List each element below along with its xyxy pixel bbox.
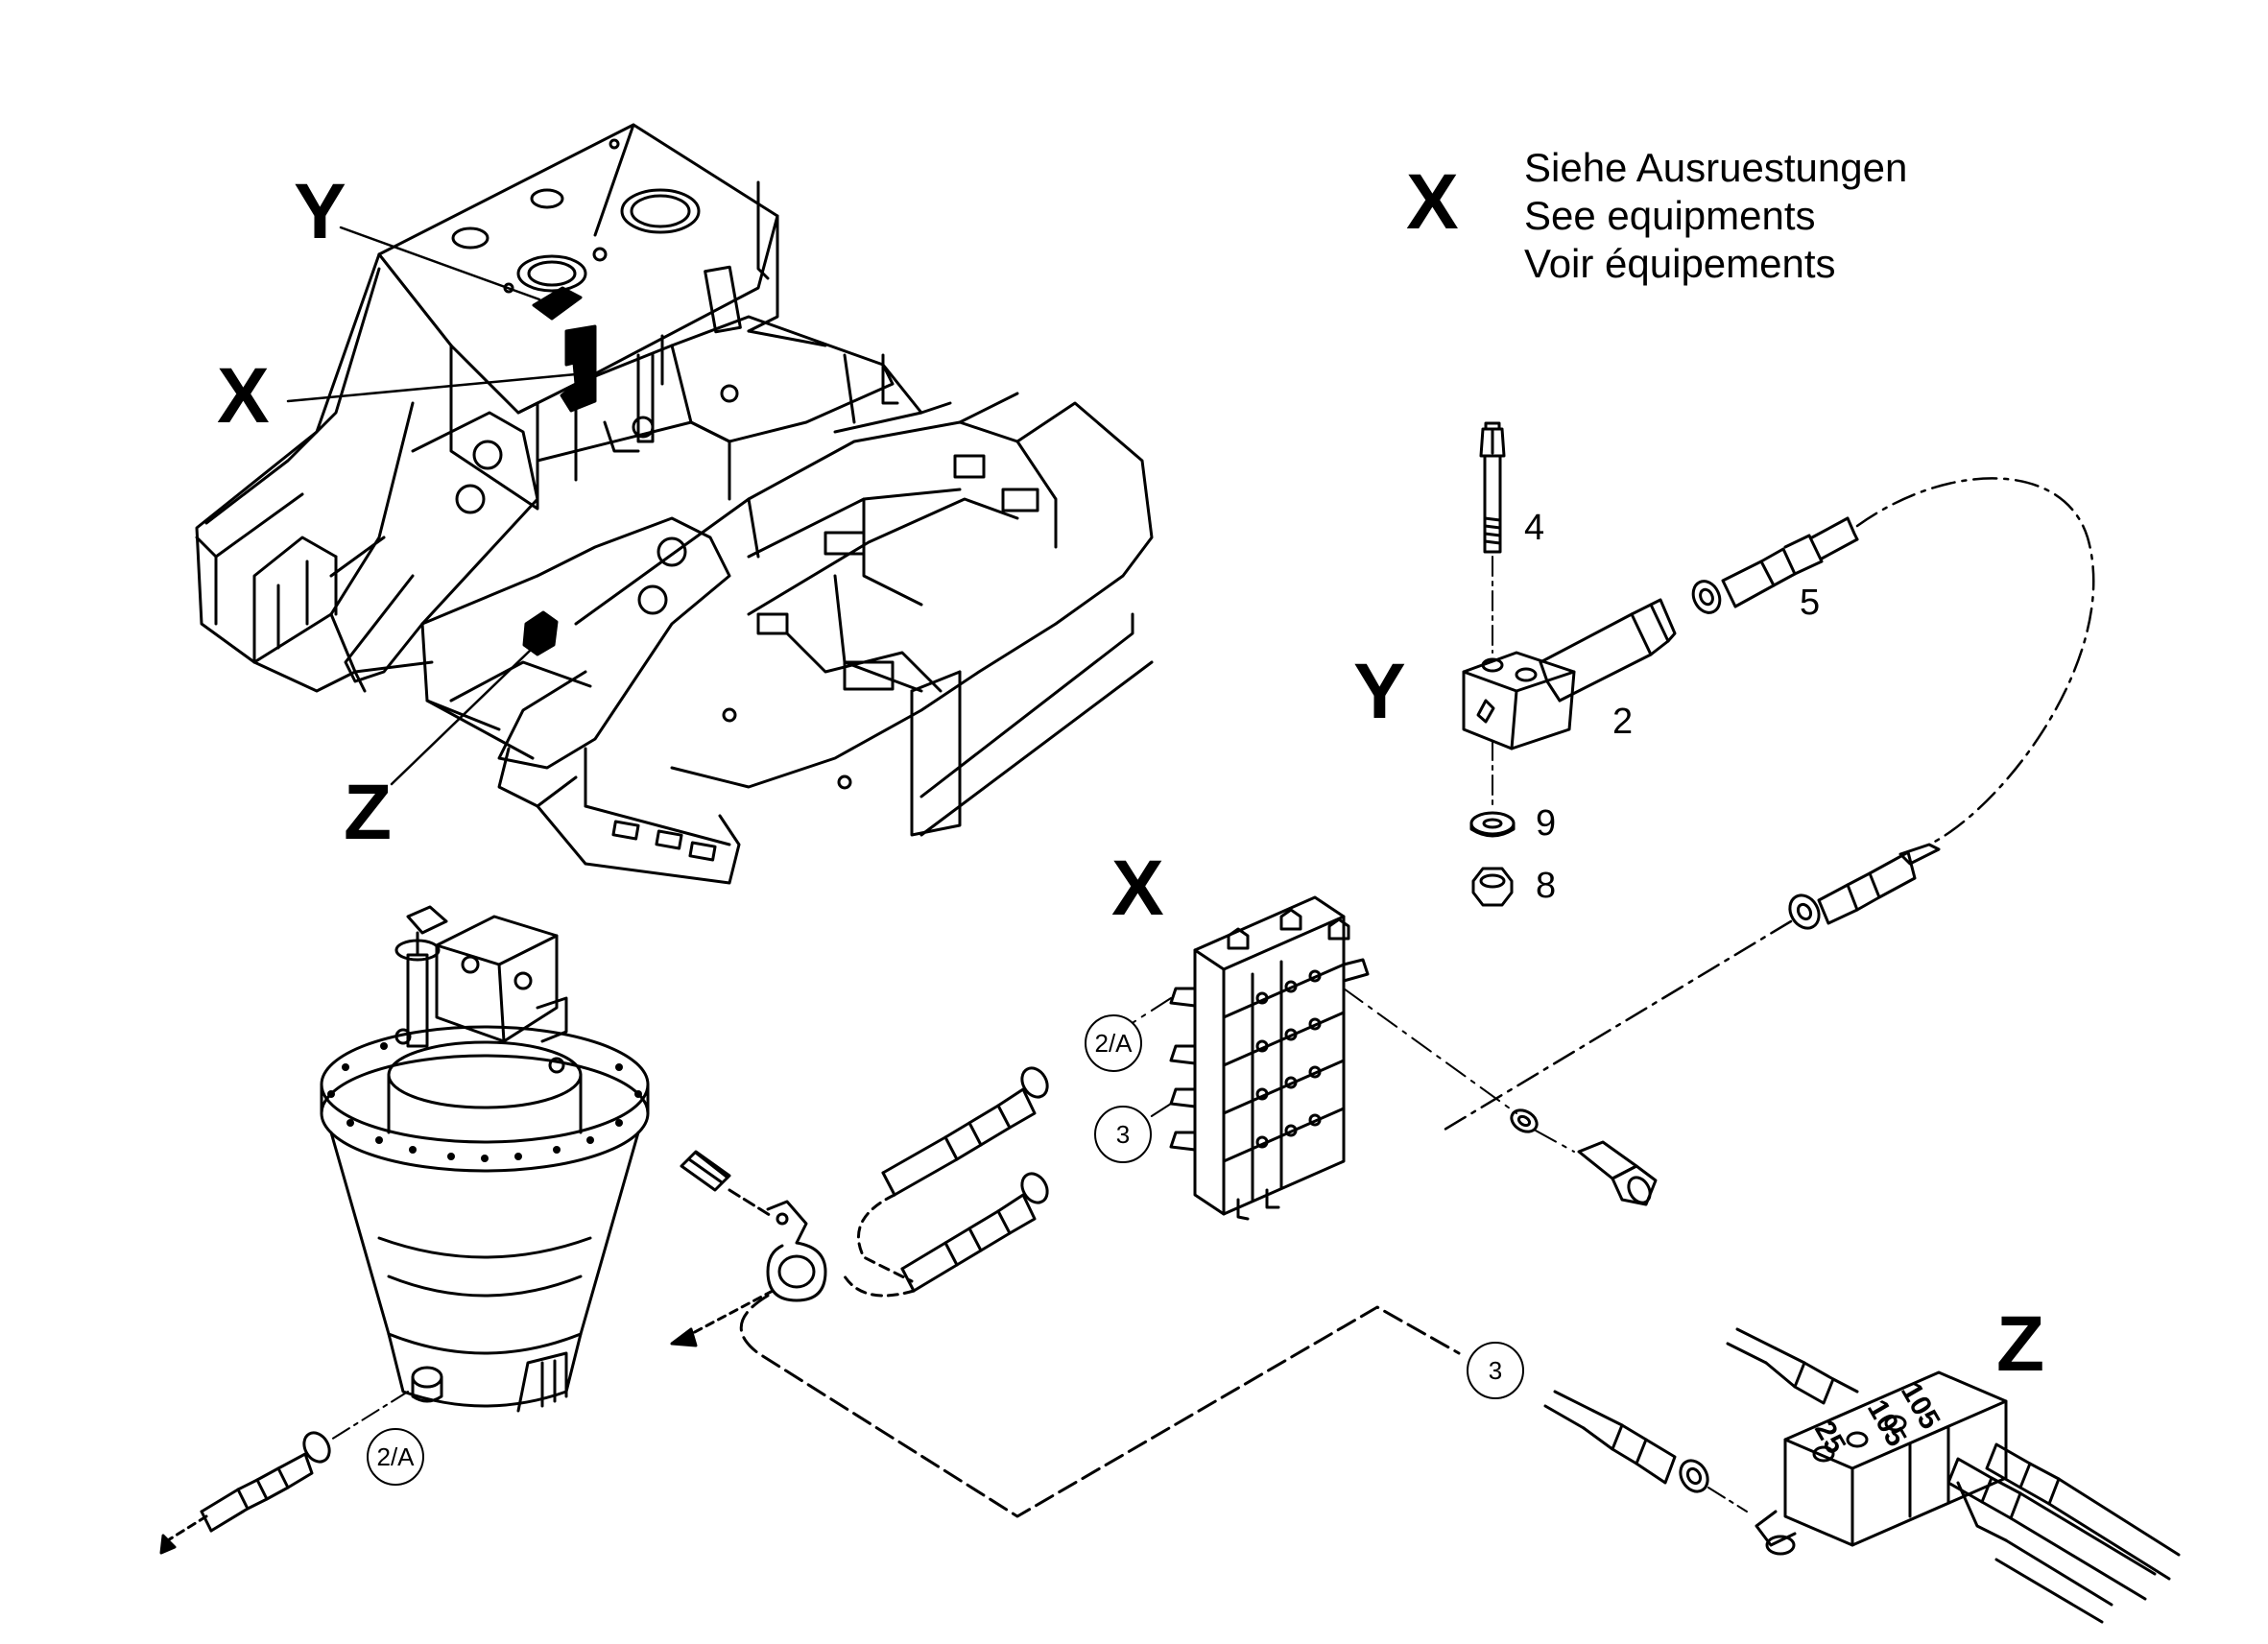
detail-z-distributor (1543, 1327, 2181, 1624)
detail-x-distributor (1169, 895, 1658, 1221)
frame-leaders (286, 226, 578, 786)
ref-2a-top: 2/A (1085, 1014, 1142, 1072)
part-number-4: 4 (1524, 508, 1545, 548)
legend-line-fr: Voir équipements (1524, 241, 1836, 286)
detail-callout-z: Z (1996, 1300, 2045, 1388)
detail-callout-y: Y (1353, 648, 1406, 735)
detail-callout-x: X (1111, 845, 1164, 932)
legend-letter-x: X (1406, 158, 1459, 246)
part-number-8: 8 (1536, 866, 1557, 906)
part-number-9: 9 (1536, 803, 1557, 844)
frame-markers (522, 286, 597, 656)
part-number-5: 5 (1800, 583, 1821, 623)
ref-2a-bottom: 2/A (367, 1428, 424, 1486)
legend-line-de: Siehe Ausruestungen (1524, 145, 1908, 190)
frame-callout-z: Z (344, 769, 393, 856)
gearbox (320, 905, 650, 1413)
ref-3-mid: 3 (1094, 1106, 1152, 1163)
frame-callout-y: Y (294, 168, 346, 255)
frame-callout-x: X (217, 352, 270, 440)
part-number-2: 2 (1612, 702, 1634, 742)
x-hoses (670, 997, 1461, 1518)
ref-3-bottom: 3 (1467, 1342, 1524, 1399)
machine-frame (195, 123, 1154, 885)
detail-y-assembly (1462, 421, 2095, 907)
gearbox-fitting (159, 1391, 409, 1555)
hose-fitting-right (1438, 843, 1941, 1134)
legend-line-en: See equipments (1524, 193, 1816, 238)
